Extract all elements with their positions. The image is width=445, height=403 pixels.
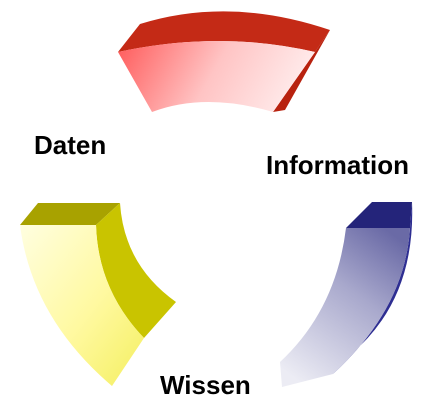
red-arc-segment [118, 11, 330, 112]
label-information: Information [266, 150, 409, 180]
yellow-arc-face [20, 225, 144, 386]
red-arc-face [118, 41, 315, 112]
yellow-arc-segment [20, 203, 176, 386]
label-wissen: Wissen [160, 370, 251, 400]
red-arc-top-edge [118, 11, 330, 52]
blue-arc-segment [280, 202, 413, 387]
blue-arc-face [280, 228, 410, 387]
label-daten: Daten [34, 130, 107, 160]
yellow-arc-top-edge [20, 203, 120, 225]
blue-arc-side [333, 202, 413, 374]
yellow-arc-side [96, 203, 176, 338]
blue-arc-top-edge [346, 202, 412, 228]
